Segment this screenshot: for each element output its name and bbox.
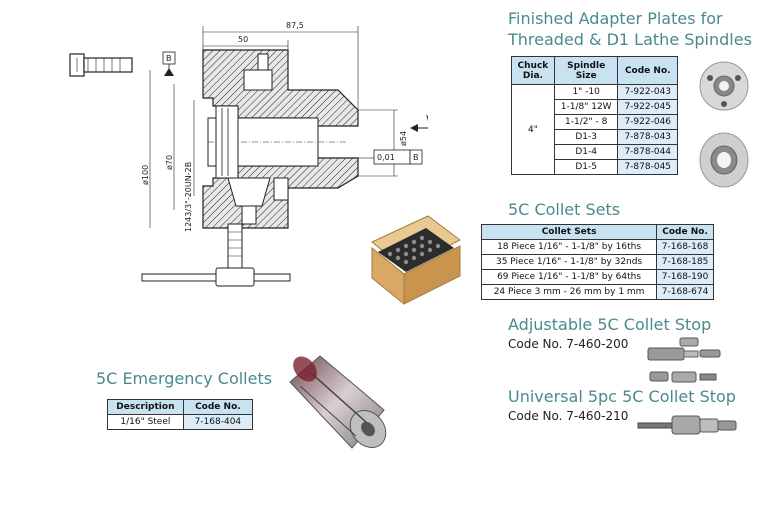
dim-thread-label: 1243/3"-20UN-2B [184,162,193,232]
table-header-row: Description Code No. [107,399,254,415]
table-row: 4" 1" -10 7-922-043 [511,84,678,175]
dim-inner-label: 50 [238,35,248,44]
header-chuck-dia: Chuck Dia. [511,56,555,85]
desc-cell: 18 Piece 1/16" - 1-1/8" by 16ths [480,239,658,255]
dim-dia70-label: ø70 [165,155,174,170]
desc-cell: 69 Piece 1/16" - 1-1/8" by 64ths [480,269,658,285]
adjustable-stop-title: Adjustable 5C Collet Stop [508,315,712,334]
spindle-cell: 1-1/8" 12W [553,99,619,115]
table-row: 69 Piece 1/16" - 1-1/8" by 64ths 7-168-1… [480,269,714,285]
code-cell: 7-168-168 [656,239,714,255]
collet-sets-table: Collet Sets Code No. 18 Piece 1/16" - 1-… [480,224,714,300]
chuck-key-icon [141,223,291,287]
code-cell: 7-922-046 [617,114,678,130]
table-row: D1-3 7-878-043 [512,129,678,145]
spindle-cell: D1-3 [553,129,619,145]
spindle-cell: 1-1/2" - 8 [553,114,619,130]
code-cell: 7-922-045 [617,99,678,115]
emergency-collets-table: Description Code No. 1/16" Steel 7-168-4… [107,399,254,430]
code-cell: 7-878-044 [617,144,678,160]
desc-cell: 35 Piece 1/16" - 1-1/8" by 32nds [480,254,658,270]
tolerance-value: 0,01 [377,153,395,162]
spindle-cell: D1-4 [553,144,619,160]
header-code-no: Code No. [182,399,254,415]
adapter-plate-photo-1 [699,61,749,111]
desc-cell: 1/16" Steel [107,414,184,430]
spindle-cell: 1" -10 [553,84,619,100]
table-row: 1-1/8" 12W 7-922-045 [512,99,678,115]
collet-sets-title: 5C Collet Sets [508,200,621,219]
datum-b-marker [162,51,176,76]
universal-stop-photo [637,415,737,435]
dim-dia100-label: ø100 [141,165,150,185]
code-cell: 7-168-404 [182,414,254,430]
universal-stop-code: Code No. 7-460-210 [508,409,629,423]
adapter-table: Chuck Dia. Spindle Size Code No. 4" 1" -… [511,56,678,175]
header-description: Description [107,399,184,415]
bolt-icon [69,53,133,77]
adjustable-stop-code: Code No. 7-460-200 [508,337,629,351]
table-header-row: Chuck Dia. Spindle Size Code No. [511,56,678,85]
code-cell: 7-878-045 [617,159,678,175]
table-row: 18 Piece 1/16" - 1-1/8" by 16ths 7-168-1… [480,239,714,255]
chuck-cross-section-drawing: 87,5 50 B ø100 ø70 1243/3"-20UN-2B ø5 [69,21,428,287]
code-cell: 7-168-674 [656,284,714,300]
code-cell: 7-168-190 [656,269,714,285]
header-collet-sets: Collet Sets [480,224,658,240]
adapter-title-line2: Threaded & D1 Lathe Spindles [508,30,752,49]
dim-overall-label: 87,5 [286,21,304,30]
tolerance-datum: B [413,153,419,162]
dim-dia54-label: ø54 [399,131,408,146]
adapter-title-line1: Finished Adapter Plates for [508,9,723,28]
datum-b-label: B [166,54,172,63]
code-cell: 7-922-043 [617,84,678,100]
table-row: D1-4 7-878-044 [512,144,678,160]
emergency-collets-title: 5C Emergency Collets [96,369,273,388]
view-w-label: W [426,114,428,125]
header-code-no: Code No. [617,56,678,85]
collet-set-box-photo [371,215,461,306]
chuck-body-section [202,49,359,229]
code-cell: 7-168-185 [656,254,714,270]
table-row: 24 Piece 3 mm - 26 mm by 1 mm 7-168-674 [480,284,714,300]
chuck-dia-cell: 4" [511,84,555,175]
adjustable-stop-photo [647,337,721,383]
table-header-row: Collet Sets Code No. [480,224,714,240]
tolerance-frame [358,149,423,165]
header-spindle-size: Spindle Size [553,56,619,85]
spindle-cell: D1-5 [553,159,619,175]
emergency-collet-photo [289,355,387,449]
table-row: 35 Piece 1/16" - 1-1/8" by 32nds 7-168-1… [480,254,714,270]
view-w-arrow-icon [410,124,428,132]
header-code-no: Code No. [656,224,714,240]
adapter-plate-photo-2 [699,132,749,188]
desc-cell: 24 Piece 3 mm - 26 mm by 1 mm [480,284,658,300]
table-row: 1-1/2" - 8 7-922-046 [512,114,678,130]
code-cell: 7-878-043 [617,129,678,145]
table-row: 1/16" Steel 7-168-404 [107,414,254,430]
table-row: D1-5 7-878-045 [512,159,678,175]
universal-stop-title: Universal 5pc 5C Collet Stop [508,387,736,406]
